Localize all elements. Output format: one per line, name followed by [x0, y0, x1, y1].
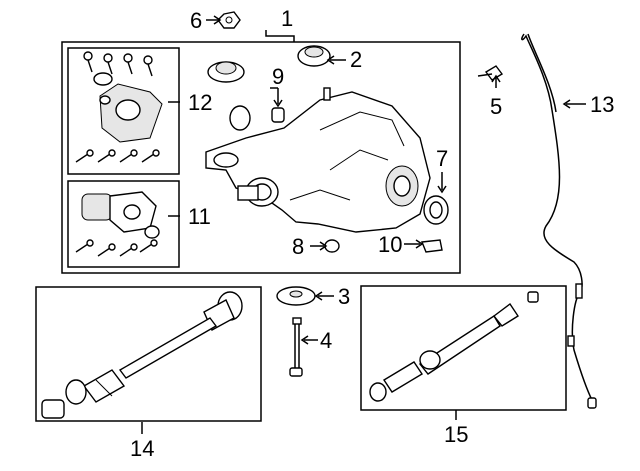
callout-8: 8 [292, 234, 304, 259]
front-driveshaft-part-14 [41, 291, 243, 419]
cover-kit-box [67, 47, 180, 175]
callout-3: 3 [338, 284, 350, 309]
callout-9: 9 [272, 64, 284, 89]
callout-6: 6 [190, 8, 202, 33]
callout-11: 11 [188, 204, 211, 229]
callout-5: 5 [490, 94, 502, 119]
callout-13: 13 [590, 92, 614, 117]
callout-14: 14 [130, 436, 154, 461]
actuator-kit-box [67, 180, 180, 268]
front-driveshaft-box [35, 286, 262, 422]
callout-15: 15 [444, 422, 468, 447]
actuator-kit-parts [75, 191, 160, 257]
mount-part-3 [276, 286, 316, 306]
callout-4: 4 [320, 328, 332, 353]
callout-7: 7 [436, 146, 448, 171]
cover-kit-parts [75, 51, 163, 163]
differential-housing [205, 45, 449, 253]
leader-lines [141, 15, 586, 434]
vent-hose-part-13 [521, 33, 597, 409]
rear-driveshaft-box [360, 285, 567, 411]
rear-driveshaft-part-15 [369, 291, 539, 402]
bolt-part-5 [477, 65, 504, 81]
callout-10: 10 [378, 232, 402, 257]
callout-12: 12 [188, 90, 212, 115]
differential-assembly-box [61, 41, 461, 274]
callout-1: 1 [281, 6, 293, 31]
callout-2: 2 [350, 47, 362, 72]
bolt-part-4 [289, 317, 303, 377]
